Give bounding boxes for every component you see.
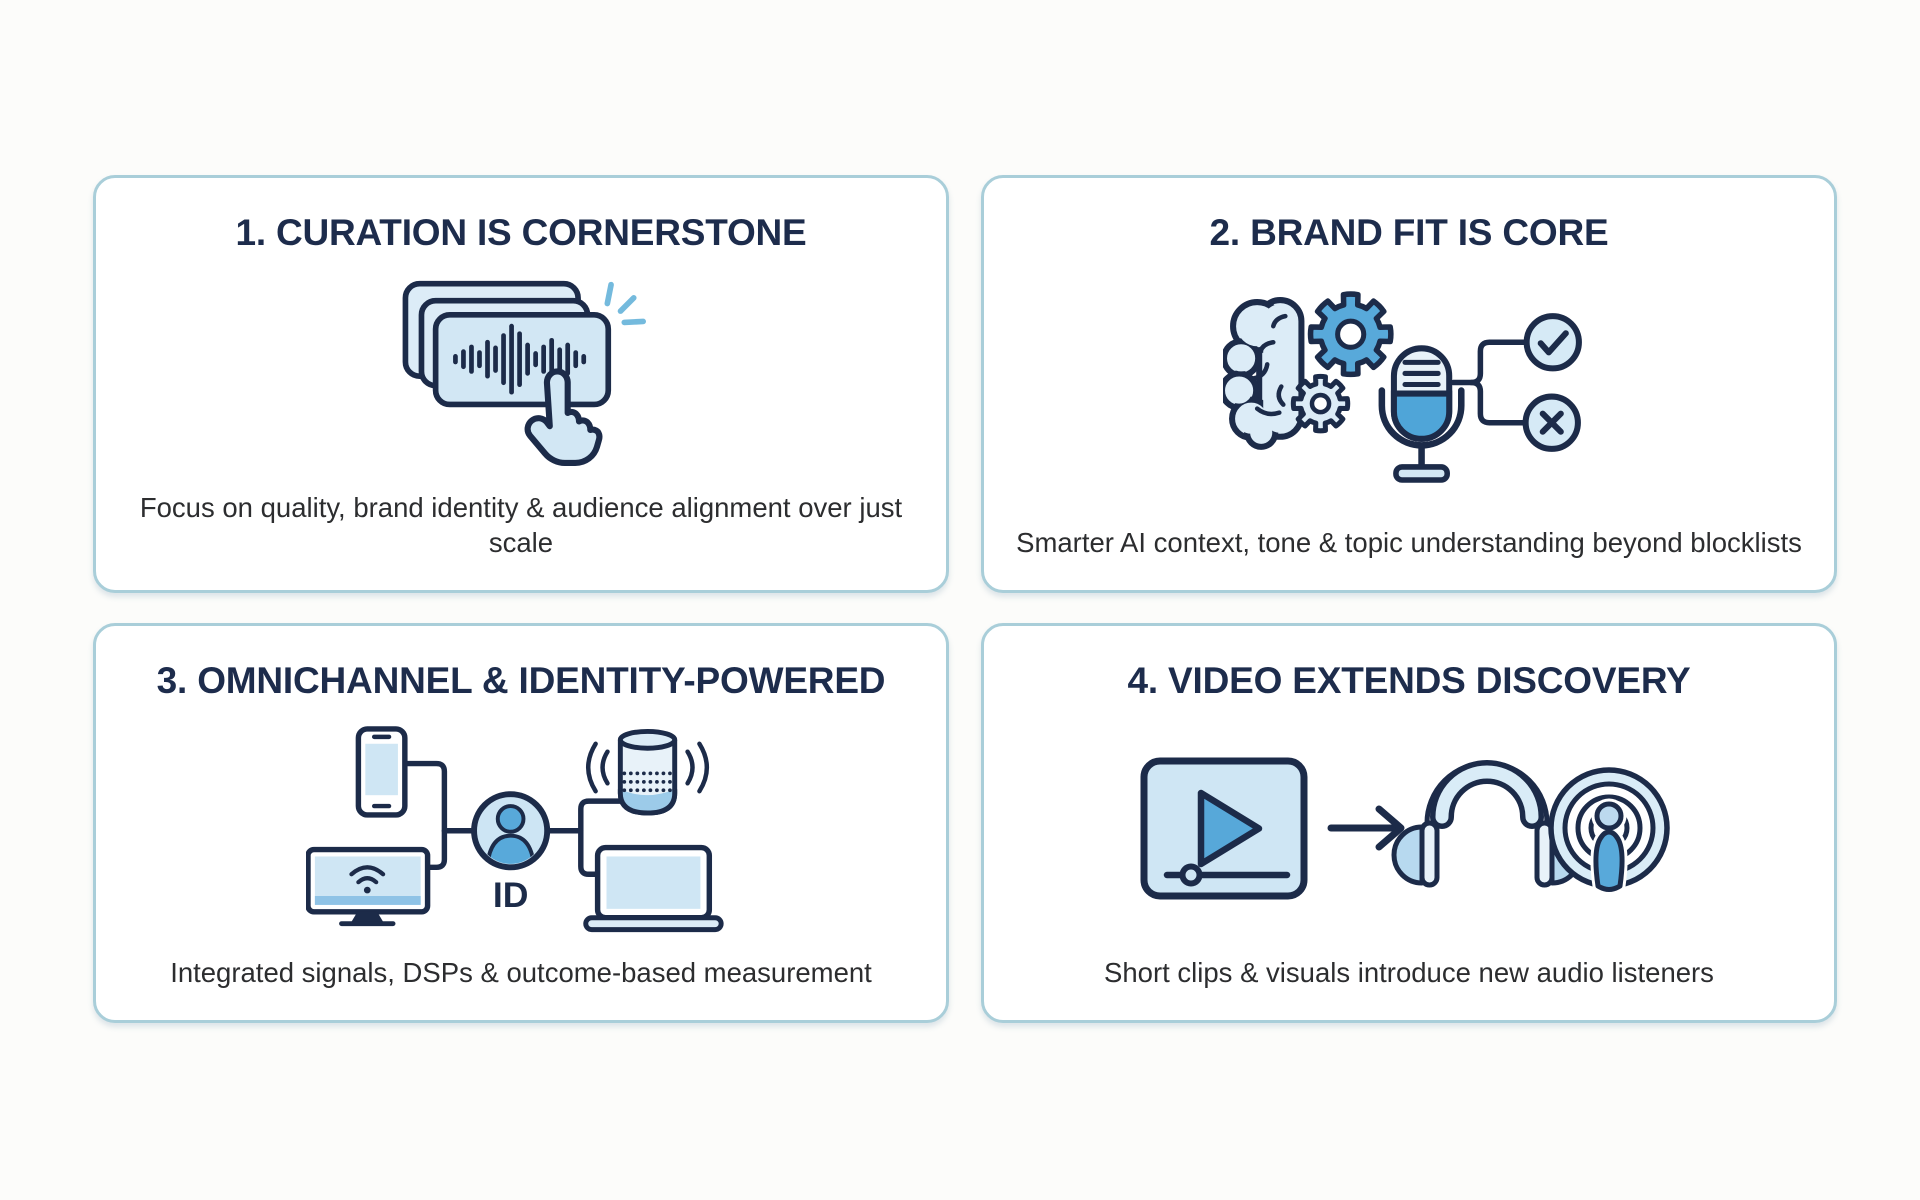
check-circle-icon — [1523, 312, 1582, 371]
connector-lines — [402, 761, 624, 878]
card-title: 1. CURATION IS CORNERSTONE — [235, 212, 807, 253]
card-omnichannel-identity: 3. OMNICHANNEL & IDENTITY-POWERED — [93, 623, 949, 1023]
sparkle-icon — [604, 281, 646, 325]
podcast-icon — [1548, 767, 1670, 896]
card-title: 2. BRAND FIT IS CORE — [1209, 212, 1609, 253]
card-curation-is-cornerstone: 1. CURATION IS CORNERSTONE Focus on qual — [93, 175, 949, 593]
sound-waves — [586, 741, 710, 794]
microphone-icon — [1378, 344, 1465, 483]
card-title: 4. VIDEO EXTENDS DISCOVERY — [1127, 660, 1691, 701]
decision-branch — [1450, 339, 1529, 426]
card-description: Integrated signals, DSPs & outcome-based… — [170, 956, 872, 988]
card-description: Smarter AI context, tone & topic underst… — [1016, 526, 1802, 558]
card-title: 3. OMNICHANNEL & IDENTITY-POWERED — [156, 660, 886, 701]
arrow-right-icon — [1327, 805, 1405, 851]
laptop-icon — [583, 845, 724, 933]
video-player-icon — [1140, 757, 1308, 900]
connected-devices-identity-icon: ID — [306, 726, 724, 933]
card-video-extends-discovery: 4. VIDEO EXTENDS DISCOVERY — [981, 623, 1837, 1023]
identity-person-icon — [471, 791, 551, 871]
curated-audio-cards-tap-icon — [402, 280, 646, 466]
card-description: Focus on quality, brand identity & audie… — [139, 492, 903, 558]
card-brand-fit-is-core: 2. BRAND FIT IS CORE — [981, 175, 1837, 593]
four-trends-grid: 1. CURATION IS CORNERSTONE Focus on qual — [93, 175, 1837, 1023]
smart-speaker-icon — [586, 729, 710, 816]
brain-gears-microphone-approval-icon — [1223, 290, 1582, 483]
card-description: Short clips & visuals introduce new audi… — [1104, 956, 1714, 988]
video-player-to-audio-listeners-icon — [1140, 757, 1670, 900]
smartphone-icon — [355, 726, 408, 818]
monitor-icon — [306, 847, 431, 927]
tap-hand-icon — [524, 367, 603, 466]
brain-icon — [1223, 296, 1305, 450]
id-label: ID — [493, 875, 529, 915]
